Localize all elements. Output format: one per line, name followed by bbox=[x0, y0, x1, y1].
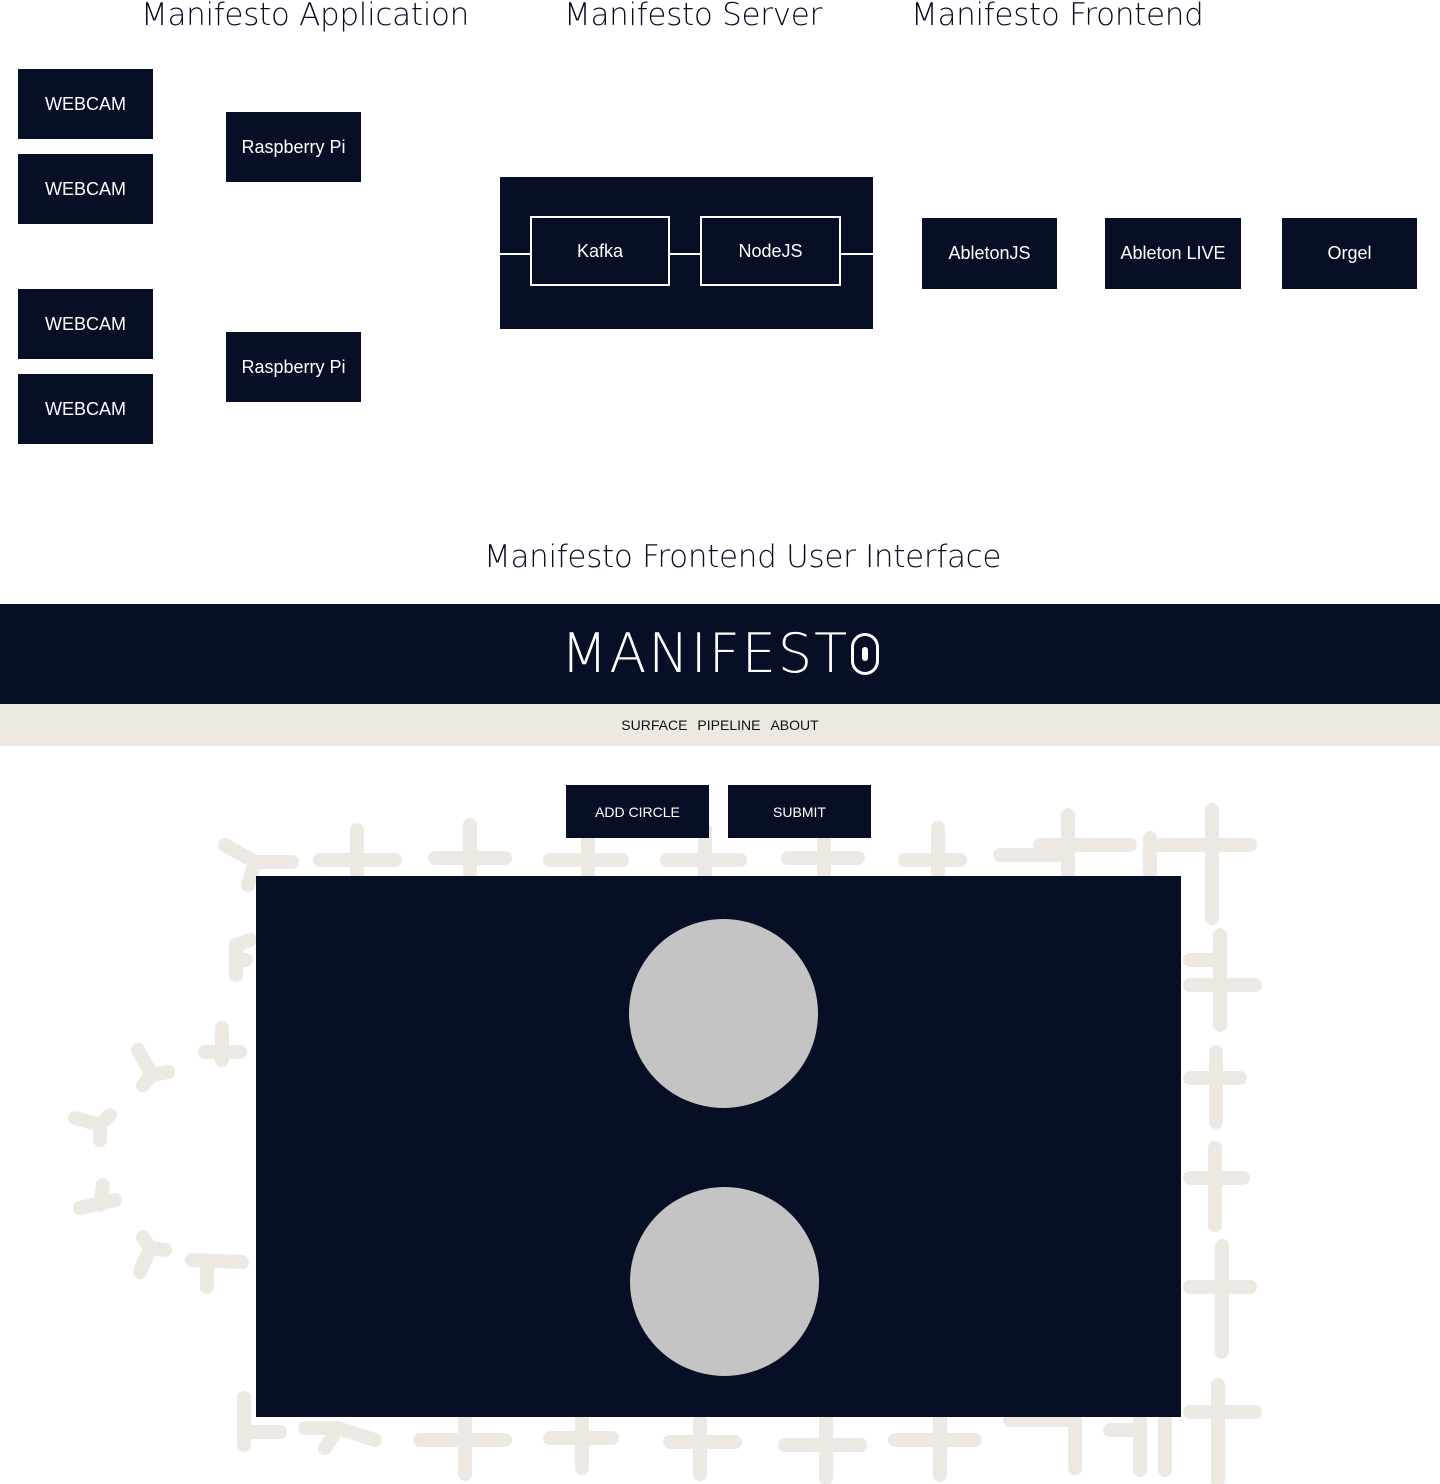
webcam-box-4: WEBCAM bbox=[18, 374, 153, 444]
server-title: Manifesto Server bbox=[564, 0, 822, 33]
ui-mockup-title: Manifesto Frontend User Interface bbox=[484, 539, 1002, 575]
nodejs-box: NodeJS bbox=[700, 216, 841, 286]
nav-surface[interactable]: SURFACE bbox=[621, 717, 688, 733]
nav-pipeline[interactable]: PIPELINE bbox=[697, 717, 761, 733]
webcam-box-2: WEBCAM bbox=[18, 154, 153, 224]
abletonjs-box: AbletonJS bbox=[922, 218, 1057, 289]
ableton-live-box: Ableton LIVE bbox=[1105, 218, 1241, 289]
nav-about[interactable]: ABOUT bbox=[770, 717, 819, 733]
surface-circle[interactable] bbox=[629, 919, 818, 1108]
raspberry-pi-box-1: Raspberry Pi bbox=[226, 112, 361, 182]
frontend-title: Manifesto Frontend bbox=[911, 0, 1204, 33]
surface-circle[interactable] bbox=[630, 1187, 819, 1376]
webcam-box-1: WEBCAM bbox=[18, 69, 153, 139]
logo-text: MANIFEST bbox=[560, 622, 850, 685]
submit-button[interactable]: SUBMIT bbox=[728, 785, 871, 838]
application-title: Manifesto Application bbox=[141, 0, 470, 33]
server-output-connector bbox=[841, 253, 873, 255]
add-circle-button[interactable]: ADD CIRCLE bbox=[566, 785, 709, 838]
logo-o-glyph-icon bbox=[851, 633, 880, 675]
server-input-connector bbox=[500, 253, 530, 255]
manifesto-logo[interactable]: MANIFEST bbox=[560, 622, 880, 685]
orgel-box: Orgel bbox=[1282, 218, 1417, 289]
surface-canvas[interactable] bbox=[256, 876, 1181, 1417]
app-header: MANIFEST bbox=[0, 604, 1440, 704]
webcam-box-3: WEBCAM bbox=[18, 289, 153, 359]
kafka-box: Kafka bbox=[530, 216, 670, 286]
raspberry-pi-box-2: Raspberry Pi bbox=[226, 332, 361, 402]
server-container: Kafka NodeJS bbox=[500, 177, 873, 329]
main-nav: SURFACE PIPELINE ABOUT bbox=[0, 704, 1440, 746]
kafka-nodejs-connector bbox=[670, 253, 700, 255]
decorative-pipe-pattern bbox=[68, 803, 1262, 1484]
